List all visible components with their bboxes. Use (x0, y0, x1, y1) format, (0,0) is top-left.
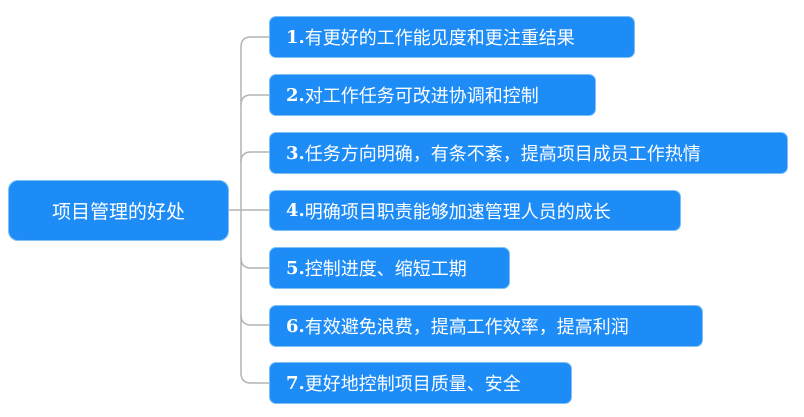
branch-number: 3. (286, 142, 305, 164)
branch-node-6[interactable]: 6. 有效避免浪费，提高工作效率，提高利润 (269, 305, 703, 347)
root-label: 项目管理的好处 (51, 201, 185, 223)
branch-number: 7. (286, 372, 305, 394)
branch-number: 5. (286, 257, 305, 279)
branch-label: 控制进度、缩短工期 (304, 259, 467, 280)
root-node[interactable]: 项目管理的好处 (8, 180, 229, 241)
branch-number: 1. (286, 26, 305, 48)
branch-node-5[interactable]: 5. 控制进度、缩短工期 (269, 247, 510, 289)
branch-label: 明确项目职责能够加速管理人员的成长 (304, 201, 611, 223)
branch-node-7[interactable]: 7. 更好地控制项目质量、安全 (269, 362, 572, 404)
branch-label: 更好地控制项目质量、安全 (304, 374, 521, 395)
branch-node-4[interactable]: 4. 明确项目职责能够加速管理人员的成长 (269, 190, 681, 231)
branch-number: 4. (286, 200, 305, 221)
branch-label: 对工作任务可改进协调和控制 (304, 86, 539, 107)
branch-number: 6. (286, 315, 305, 337)
branch-number: 2. (286, 84, 305, 106)
branch-label: 有更好的工作能见度和更注重结果 (304, 28, 575, 49)
branch-label: 有效避免浪费，提高工作效率，提高利润 (304, 317, 629, 338)
branch-node-2[interactable]: 2. 对工作任务可改进协调和控制 (269, 74, 596, 116)
branch-node-1[interactable]: 1. 有更好的工作能见度和更注重结果 (269, 16, 635, 58)
spine-connector (240, 36, 269, 384)
branch-node-3[interactable]: 3. 任务方向明确，有条不紊，提高项目成员工作热情 (269, 132, 788, 174)
branch-label: 任务方向明确，有条不紊，提高项目成员工作热情 (304, 144, 701, 165)
